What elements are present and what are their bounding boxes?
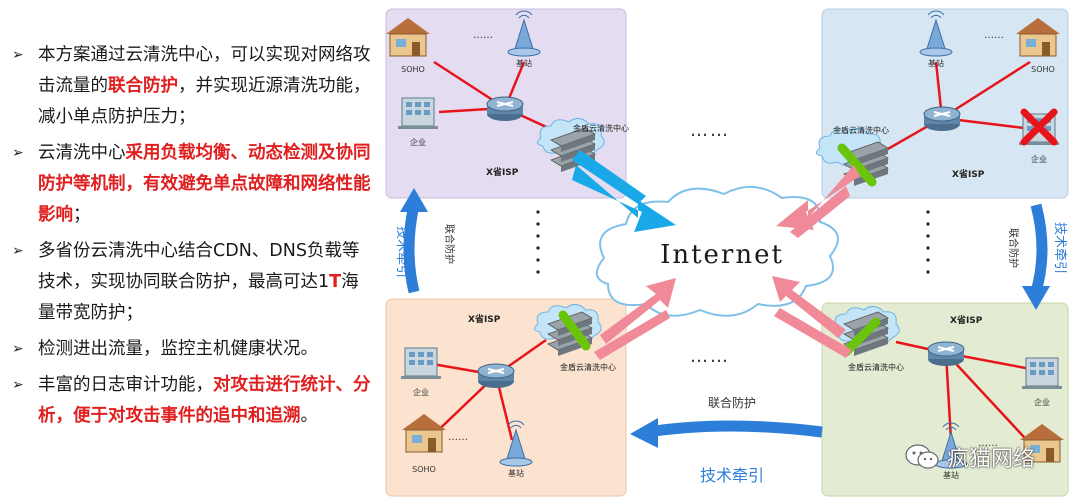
enterprise-label: 企业 xyxy=(413,387,429,397)
tr-network: 基站 …… SOHO 企业 X省ISP 金盾云清洗中心 xyxy=(815,10,1061,187)
bullet-item: ➢ 本方案通过云清洗中心，可以实现对网络攻击流量的联合防护，并实现近源清洗功能，减… xyxy=(8,40,376,133)
bullet-text: 云清洗中心采用负载均衡、动态检测及协同防护等机制，有效避免单点故障和网络性能影响… xyxy=(38,143,371,225)
enterprise-building-icon xyxy=(1021,357,1063,390)
br-network: X省ISP 金盾云清洗中心 企业 …… 基站 xyxy=(831,305,1065,480)
left-tech-label: 技术牵引 xyxy=(394,226,409,278)
cyan-traffic-arrow xyxy=(572,150,646,204)
internet-label: Internet xyxy=(660,240,784,270)
arrow-bullet-icon: ➢ xyxy=(12,377,24,393)
wechat-icon xyxy=(905,444,939,469)
bullet-item: ➢ 云清洗中心采用负载均衡、动态检测及协同防护等机制，有效避免单点故障和网络性能影… xyxy=(8,138,376,231)
filter-bar-icon xyxy=(558,310,591,351)
ellipsis-label: …… xyxy=(473,30,493,41)
soho-label: SOHO xyxy=(1031,65,1055,74)
ellipsis-label: …… xyxy=(984,30,1004,41)
blocked-x-icon xyxy=(1020,108,1058,146)
enterprise-label: 企业 xyxy=(1034,397,1050,407)
network-diagram: Internet SOHO …… 基站 企业 X省ISP 金盾云清洗中心 基站 … xyxy=(385,8,1069,497)
panel-bottom-right xyxy=(821,302,1069,497)
bullet-item: ➢ 检测进出流量，监控主机健康状况。 xyxy=(8,334,376,365)
tl-network: SOHO …… 基站 企业 X省ISP 金盾云清洗中心 xyxy=(385,10,629,178)
feature-list: ➢ 本方案通过云清洗中心，可以实现对网络攻击流量的联合防护，并实现近源清洗功能，减… xyxy=(8,40,376,437)
arrow-bullet-icon: ➢ xyxy=(12,341,24,357)
bullet-text: 本方案通过云清洗中心，可以实现对网络攻击流量的联合防护，并实现近源清洗功能，减小… xyxy=(38,45,371,127)
arrow-bullet-icon: ➢ xyxy=(12,47,24,63)
pink-attack-arrow xyxy=(772,276,846,338)
pink-attack-arrow xyxy=(774,308,852,358)
cleaning-center-label: 金盾云清洗中心 xyxy=(573,123,629,133)
ellipsis-label: …… xyxy=(978,438,998,449)
enterprise-building-icon xyxy=(397,97,439,130)
ellipsis-label: …… xyxy=(448,432,468,443)
enterprise-label: 企业 xyxy=(1031,154,1047,164)
watermark: 疯猫网络 xyxy=(905,440,1070,474)
base-station-label: 基站 xyxy=(508,468,524,478)
bottom-curved-arrow xyxy=(647,420,823,438)
isp-label: X省ISP xyxy=(486,166,519,178)
base-station-label: 基站 xyxy=(928,58,944,68)
base-station-label: 基站 xyxy=(516,58,532,68)
ellipsis-between-bottom: …… xyxy=(690,346,730,367)
isp-label: X省ISP xyxy=(952,168,985,180)
arrow-bullet-icon: ➢ xyxy=(12,243,24,259)
bottom-joint-label: 联合防护 xyxy=(708,395,756,410)
bullet-item: ➢ 多省份云清洗中心结合CDN、DNS负载等技术，实现协同联合防护，最高可达1T海… xyxy=(8,236,376,329)
router-icon xyxy=(923,106,961,132)
base-station-label: 基站 xyxy=(943,470,959,480)
left-curved-arrow xyxy=(403,203,420,294)
pink-attack-arrow xyxy=(594,310,670,360)
right-arrowhead-icon xyxy=(1022,286,1050,310)
pink-attack-arrow xyxy=(776,165,860,230)
router-icon xyxy=(486,96,524,122)
filter-bar-icon xyxy=(841,317,881,357)
bullet-item: ➢ 丰富的日志审计功能，对攻击进行统计、分析，便于对攻击事件的追中和追溯。 xyxy=(8,370,376,432)
isp-label: X省ISP xyxy=(950,314,983,326)
ellipsis-between-top: …… xyxy=(690,120,730,141)
cleaning-center-label: 金盾云清洗中心 xyxy=(560,362,616,372)
right-curved-arrow xyxy=(1030,203,1048,294)
cyan-traffic-arrow xyxy=(572,165,676,232)
router-icon xyxy=(477,363,515,389)
bottom-arrowhead-icon xyxy=(630,418,658,448)
vertical-dots-right xyxy=(926,210,930,274)
soho-label: SOHO xyxy=(401,65,425,74)
bottom-tech-label: 技术牵引 xyxy=(700,466,764,485)
right-joint-label: 联合防护 xyxy=(1007,228,1020,268)
soho-label: SOHO xyxy=(412,465,436,474)
vertical-dots-left xyxy=(536,210,540,274)
cleaning-center-label: 金盾云清洗中心 xyxy=(833,125,889,135)
enterprise-label: 企业 xyxy=(410,137,426,147)
bullet-text: 丰富的日志审计功能，对攻击进行统计、分析，便于对攻击事件的追中和追溯。 xyxy=(38,375,371,426)
bl-network: X省ISP 企业 SOHO …… 基站 金盾云清洗中心 xyxy=(400,303,616,478)
left-arrowhead-icon xyxy=(400,188,428,212)
right-tech-label: 技术牵引 xyxy=(1052,222,1067,274)
pink-attack-arrow xyxy=(790,186,850,238)
left-joint-label: 联合防护 xyxy=(443,224,456,264)
arrow-bullet-icon: ➢ xyxy=(12,145,24,161)
isp-label: X省ISP xyxy=(468,313,501,325)
pink-attack-arrow xyxy=(600,278,676,344)
router-icon xyxy=(927,341,965,367)
bullet-text: 多省份云清洗中心结合CDN、DNS负载等技术，实现协同联合防护，最高可达1T海量… xyxy=(38,241,360,323)
filter-bar-icon xyxy=(837,143,877,187)
enterprise-building-icon xyxy=(400,347,442,380)
bullet-text: 检测进出流量，监控主机健康状况。 xyxy=(38,339,318,359)
watermark-text: 疯猫网络 xyxy=(947,447,1036,472)
cleaning-center-label: 金盾云清洗中心 xyxy=(848,362,904,372)
